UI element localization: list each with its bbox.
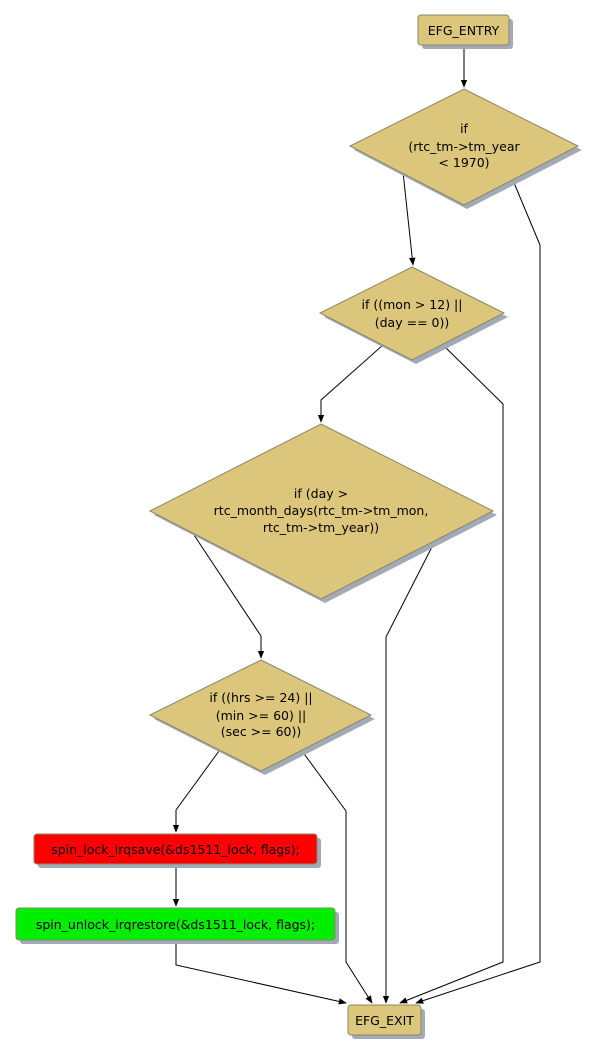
node-cond-mon-day-line-2: (day == 0)) [375,315,449,330]
edge-time-true-to-lock [172,750,220,833]
node-exit-label: EFG_EXIT [355,1013,414,1028]
edge-monday-true-to-monthdays [317,344,384,423]
node-entry: EFG_ENTRY [417,14,513,49]
node-lock-label: spin_lock_irqsave(&ds1511_lock, flags); [51,842,300,857]
edges [172,46,541,1005]
node-cond-year-line-3: < 1970) [438,155,489,170]
node-cond-year-line-2: (rtc_tm->tm_year [408,139,520,154]
edge-monthdays-true-to-time [193,534,265,659]
node-cond-year: if (rtc_tm->tm_year < 1970) [348,88,582,209]
node-cond-time-diamond [148,659,373,772]
node-cond-year-diamond [348,88,580,206]
node-lock-box [33,833,318,865]
node-cond-time-line-3: (sec >= 60)) [221,724,302,739]
edge-unlock-to-exit [175,941,347,1005]
node-entry-box [417,14,510,46]
node-cond-mon-day: if ((mon > 12) || (day == 0)) [318,266,508,364]
edge-monthdays-false-to-exit [382,538,437,1004]
node-cond-mon-day-line-1: if ((mon > 12) || [362,297,463,312]
node-cond-year-line-1: if [460,121,468,136]
node-unlock: spin_unlock_irqrestore(&ds1511_lock, fla… [15,907,339,944]
node-entry-label: EFG_ENTRY [428,23,500,38]
node-cond-month-days: if (day > rtc_month_days(rtc_tm->tm_mon,… [148,423,497,603]
node-cond-time-line-2: (min >= 60) || [216,708,307,723]
node-exit-box [347,1004,422,1036]
node-cond-month-days-line-3: rtc_tm->tm_year)) [263,520,379,535]
node-cond-mon-day-diamond [318,266,506,361]
edge-year-true-to-monday [402,171,416,266]
node-unlock-box [15,907,336,941]
node-cond-time: if ((hrs >= 24) || (min >= 60) || (sec >… [148,659,375,775]
node-cond-month-days-line-2: rtc_month_days(rtc_tm->tm_mon, [214,503,429,518]
node-cond-time-line-1: if ((hrs >= 24) || [209,690,312,705]
node-unlock-label: spin_unlock_irqrestore(&ds1511_lock, fla… [36,917,315,932]
node-cond-month-days-line-1: if (day > [294,486,348,501]
node-exit: EFG_EXIT [347,1004,425,1039]
edge-time-false-to-exit [301,750,373,1004]
node-cond-month-days-diamond [148,423,495,600]
node-lock: spin_lock_irqsave(&ds1511_lock, flags); [33,833,321,868]
edge-year-false-to-exit [415,177,541,1004]
edge-monday-false-to-exit [399,344,504,1004]
